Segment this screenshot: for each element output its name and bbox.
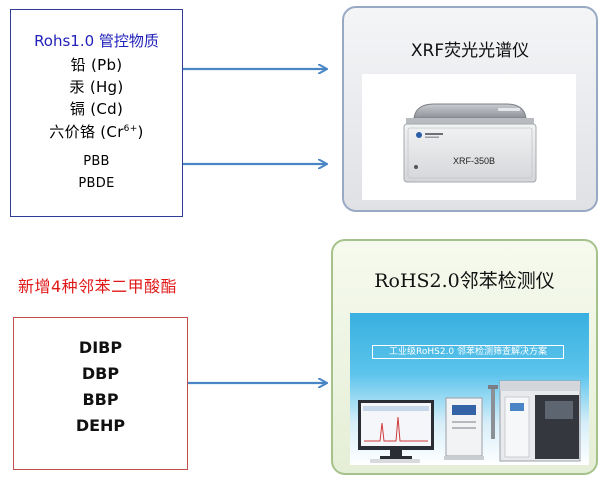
xrf-photo: XRF-350B <box>362 74 576 200</box>
xrf-card: XRF荧光光谱仪 XRF-350B <box>342 6 598 212</box>
substance-cadmium: 镉 (Cd) <box>69 100 124 118</box>
substance-pbb: PBB <box>83 154 110 169</box>
phthalate-dehp: DEHP <box>75 416 126 435</box>
substance-chromium-text: 六价铬 (Cr <box>49 123 124 141</box>
rohs2-banner: 工业级RoHS2.0 邻苯检测筛查解决方案 <box>372 345 564 359</box>
phthalate-dbp: DBP <box>81 364 120 383</box>
substance-mercury: 汞 (Hg) <box>69 78 124 96</box>
rohs1-substance-box: Rohs1.0 管控物质 铅 (Pb) 汞 (Hg) 镉 (Cd) 六价铬 (C… <box>10 9 183 217</box>
rohs2-card: RoHS2.0邻苯检测仪 工业级RoHS2.0 邻苯检测筛查解决方案 <box>331 239 598 475</box>
substance-lead: 铅 (Pb) <box>70 56 123 74</box>
xrf-title: XRF荧光光谱仪 <box>410 41 530 61</box>
rohs2-photo: 工业级RoHS2.0 邻苯检测筛查解决方案 <box>350 313 589 465</box>
rohs2-analyzer-illustration <box>358 380 581 463</box>
substance-pbde: PBDE <box>78 176 115 191</box>
rohs2-title: RoHS2.0邻苯检测仪 <box>374 270 555 292</box>
phthalate-bbp: BBP <box>82 390 119 409</box>
chromium-close: ) <box>137 123 144 141</box>
substance-chromium: 六价铬 (Cr6+) <box>11 121 182 142</box>
xrf-model-label: XRF-350B <box>453 156 496 166</box>
chromium-superscript: 6+ <box>123 124 138 134</box>
phthalate-title: 新增4种邻苯二甲酸酯 <box>18 277 178 296</box>
xrf-spectrometer-illustration <box>403 103 537 183</box>
rohs1-title: Rohs1.0 管控物质 <box>34 32 159 50</box>
phthalate-dibp: DIBP <box>78 338 123 357</box>
phthalate-box: DIBP DBP BBP DEHP <box>13 317 188 470</box>
